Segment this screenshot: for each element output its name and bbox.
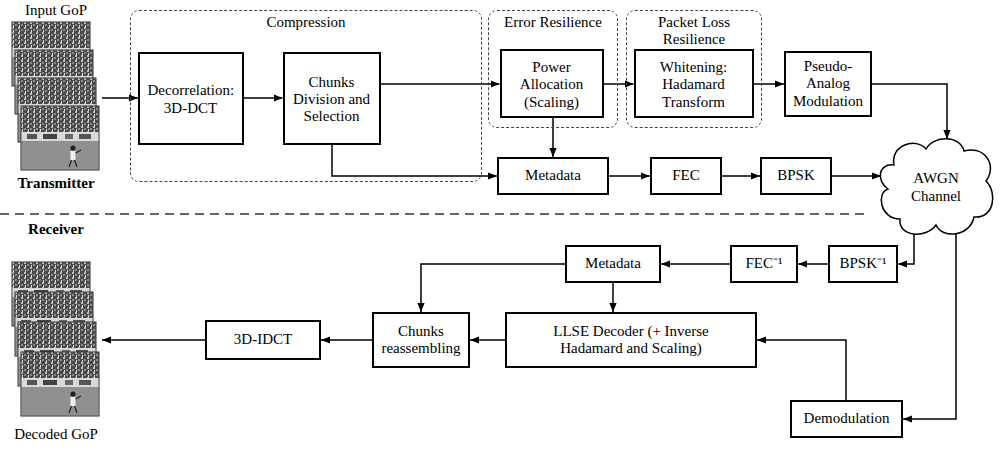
box-label: BPSK⁻¹ — [834, 255, 892, 272]
flow-arrow — [722, 175, 760, 177]
process-box: LLSE Decoder (+ Inverse Hadamard and Sca… — [505, 312, 757, 368]
video-frame — [21, 106, 99, 170]
flow-arrow — [604, 83, 634, 85]
flow-arrow — [661, 263, 730, 265]
cloud-outline — [880, 139, 992, 234]
group-title: Packet Loss Resilience — [627, 11, 761, 49]
dashed-group: Packet Loss ResilienceWhitening: Hadamar… — [626, 10, 762, 128]
process-box: Demodulation — [790, 400, 903, 438]
group-title: Error Resilience — [489, 11, 617, 31]
process-box: Chunks reassembling — [372, 312, 470, 368]
box-label: BPSK — [766, 167, 826, 184]
box-label: Demodulation — [796, 410, 897, 427]
gop-label: Decoded GoP — [1, 426, 111, 443]
input-gop-frames — [12, 22, 99, 170]
process-box: Decorrelation: 3D-DCT — [138, 52, 244, 145]
input-arrow — [102, 97, 138, 99]
box-label: Whitening: Hadamard Transform — [640, 56, 748, 111]
box-label: Pseudo-Analog Modulation — [790, 58, 866, 110]
flow-arrow — [898, 234, 914, 264]
flow-arrow — [421, 264, 565, 312]
process-box: Metadata — [497, 157, 609, 195]
flow-arrow — [754, 83, 785, 85]
box-label: Chunks Division and Selection — [289, 71, 375, 126]
channel-cloud: AWGN Channel — [876, 135, 996, 240]
box-label: FEC — [656, 167, 716, 184]
box-label: FEC⁻¹ — [736, 255, 792, 272]
process-box: BPSK⁻¹ — [828, 245, 898, 283]
flow-arrow — [552, 118, 554, 157]
flow-arrow — [609, 175, 650, 177]
box-label: 3D-IDCT — [211, 331, 315, 348]
process-box: Chunks Division and Selection — [283, 52, 381, 145]
gop-label: Input GoP — [1, 2, 111, 19]
dashed-group: CompressionDecorrelation: 3D-DCT Chunks D… — [130, 10, 482, 182]
process-box: FEC — [650, 157, 722, 195]
flow-arrow — [612, 283, 614, 312]
process-box: 3D-IDCT — [205, 320, 321, 360]
flow-arrow — [470, 339, 505, 341]
group-title: Compression — [131, 11, 481, 31]
box-label: LLSE Decoder (+ Inverse Hadamard and Sca… — [529, 323, 733, 358]
process-box: Power Allocation (Scaling) — [500, 49, 604, 118]
process-box: Pseudo-Analog Modulation — [784, 51, 872, 117]
separator-line — [0, 213, 868, 214]
box-label: Metadata — [571, 255, 655, 272]
video-frame — [21, 352, 99, 416]
box-label: Power Allocation (Scaling) — [506, 56, 598, 111]
process-box: Metadata — [565, 245, 661, 283]
box-label: Chunks reassembling — [378, 323, 464, 358]
box-label: Metadata — [503, 167, 603, 184]
output-arrow — [102, 339, 205, 341]
side-label: Receiver — [1, 221, 111, 238]
side-label: Transmitter — [1, 175, 111, 192]
flow-arrow — [244, 97, 283, 99]
flow-arrow — [872, 84, 947, 139]
flow-arrow — [757, 340, 846, 400]
flow-arrow — [832, 175, 881, 177]
process-box: FEC⁻¹ — [730, 245, 798, 283]
flow-arrow — [332, 145, 497, 177]
flow-arrow — [798, 263, 828, 265]
flow-arrow — [903, 234, 956, 419]
flow-arrow — [321, 339, 372, 341]
decoded-gop-frames — [12, 262, 99, 416]
process-box: BPSK — [760, 157, 832, 195]
dashed-group: Error ResiliencePower Allocation (Scalin… — [488, 10, 618, 128]
cloud-label: AWGN Channel — [900, 170, 972, 205]
process-box: Whitening: Hadamard Transform — [634, 49, 754, 118]
box-label: Decorrelation: 3D-DCT — [144, 79, 238, 117]
